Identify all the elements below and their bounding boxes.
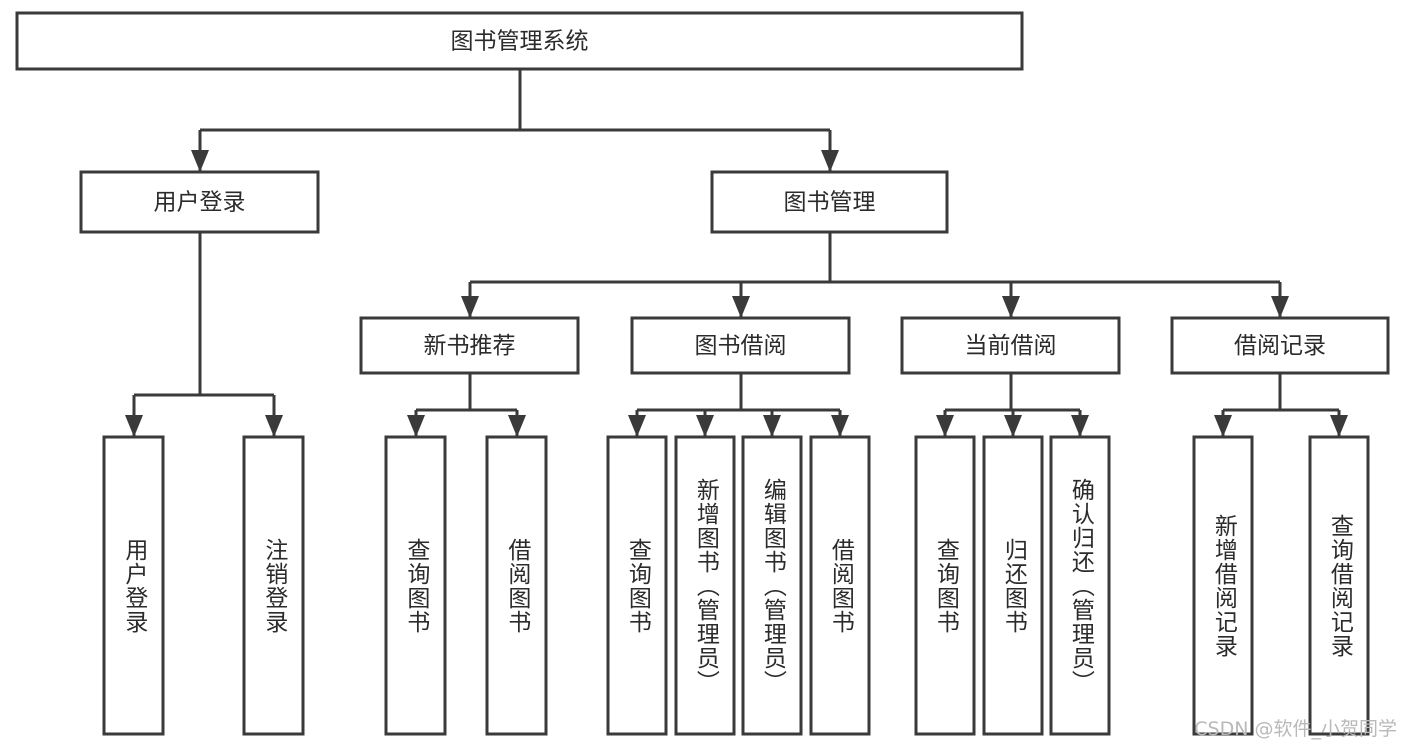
arrow-head-current-borrow: [1002, 296, 1020, 318]
node-box-leaf-user-logout[interactable]: [242, 435, 305, 736]
node-label-root: 图书管理系统: [451, 29, 589, 55]
node-box-borrow-record[interactable]: [1170, 316, 1390, 375]
node-box-leaf-add-borrow-record[interactable]: [1192, 435, 1254, 736]
node-label-book-manage: 图书管理: [784, 190, 876, 216]
node-box-leaf-query-book-2[interactable]: [606, 435, 668, 736]
node-box-book-borrow[interactable]: [630, 316, 851, 375]
node-box-leaf-borrow-book-2[interactable]: [809, 435, 871, 736]
arrow-head-leaf-user-login: [125, 415, 143, 437]
arrow-head-leaf-confirm-return-admin: [1071, 415, 1089, 437]
node-box-root[interactable]: [15, 11, 1024, 71]
arrow-head-leaf-borrow-book-1: [508, 415, 526, 437]
node-label-borrow-record: 借阅记录: [1234, 333, 1326, 359]
node-box-leaf-add-book-admin[interactable]: [674, 435, 736, 736]
node-label-book-borrow: 图书借阅: [695, 333, 787, 359]
arrow-head-leaf-query-book-2: [628, 415, 646, 437]
node-box-leaf-return-book[interactable]: [982, 435, 1044, 736]
arrow-head-leaf-add-borrow-record: [1214, 415, 1232, 437]
arrow-head-borrow-record: [1271, 296, 1289, 318]
csdn-watermark: CSDN @软件_小贺同学: [1194, 718, 1397, 740]
node-box-leaf-edit-book-admin[interactable]: [741, 435, 803, 736]
node-box-leaf-confirm-return-admin[interactable]: [1049, 435, 1111, 736]
node-box-new-book-recommend[interactable]: [359, 316, 580, 375]
node-label-user-login: 用户登录: [154, 190, 246, 216]
node-box-leaf-query-borrow-record[interactable]: [1308, 435, 1370, 736]
arrow-head-book-borrow: [732, 296, 750, 318]
node-box-leaf-query-book-1[interactable]: [384, 435, 447, 736]
arrow-head-leaf-return-book: [1004, 415, 1022, 437]
node-box-layer: [15, 11, 1390, 736]
arrow-head-leaf-query-book-3: [936, 415, 954, 437]
node-box-current-borrow[interactable]: [900, 316, 1121, 375]
node-box-user-login[interactable]: [79, 170, 320, 234]
arrow-head-leaf-add-book-admin: [696, 415, 714, 437]
arrow-head-new-book-recommend: [461, 296, 479, 318]
node-box-leaf-user-login[interactable]: [102, 435, 165, 736]
arrow-head-user-login: [191, 150, 209, 172]
node-label-current-borrow: 当前借阅: [965, 333, 1057, 359]
arrow-head-leaf-borrow-book-2: [831, 415, 849, 437]
node-box-leaf-query-book-3[interactable]: [914, 435, 976, 736]
node-label-new-book-recommend: 新书推荐: [424, 333, 516, 359]
arrow-head-leaf-query-borrow-record: [1330, 415, 1348, 437]
node-box-leaf-borrow-book-1[interactable]: [485, 435, 548, 736]
arrow-head-leaf-query-book-1: [407, 415, 425, 437]
arrow-head-leaf-edit-book-admin: [763, 415, 781, 437]
arrow-head-leaf-user-logout: [265, 415, 283, 437]
connector-layer: [125, 69, 1348, 437]
node-box-book-manage[interactable]: [710, 170, 949, 234]
arrow-head-book-manage: [821, 150, 839, 172]
